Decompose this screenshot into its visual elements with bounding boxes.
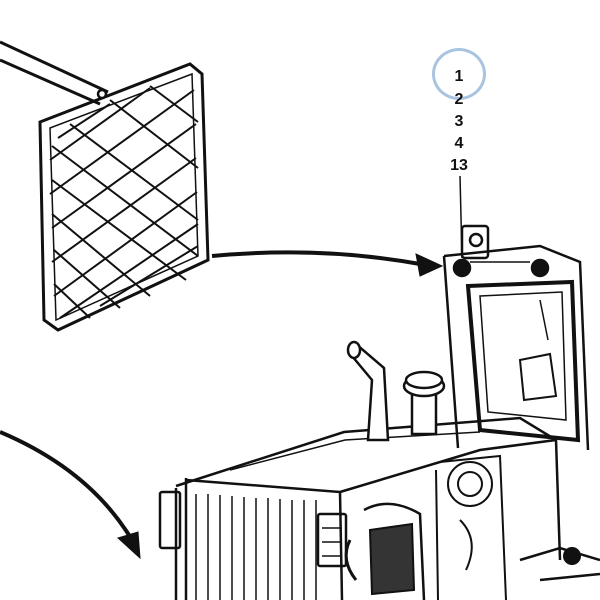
machine-body — [158, 416, 562, 600]
air-cleaner — [402, 370, 446, 436]
callout-number-4: 4 — [454, 135, 464, 152]
callout-number-13: 13 — [450, 157, 468, 174]
callout-number-2: 2 — [454, 91, 464, 108]
engine-compartment — [344, 454, 600, 600]
highlight-ring — [432, 48, 486, 100]
machine-cab — [442, 224, 590, 451]
callout-number-3: 3 — [454, 113, 464, 130]
grille-panel — [0, 40, 210, 332]
callout-number-1: 1 — [454, 68, 464, 85]
exhaust-stack — [346, 340, 390, 442]
direction-arrows — [0, 250, 444, 560]
